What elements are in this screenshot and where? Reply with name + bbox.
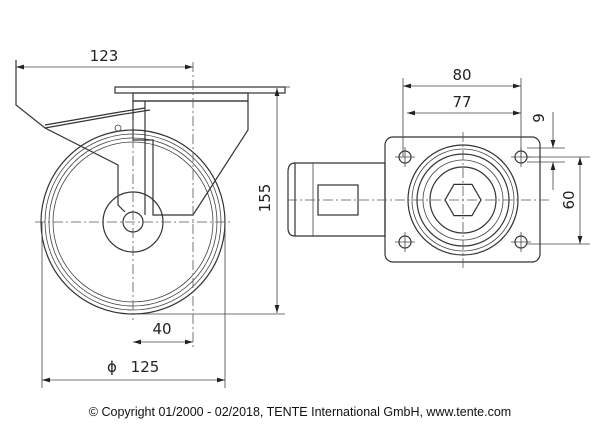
top-view: 80 77 9 60: [287, 66, 590, 268]
dim-125-label: 125: [131, 358, 160, 376]
dimension-lines: [16, 64, 290, 388]
dim-155-label: 155: [256, 184, 274, 213]
dim-60-label: 60: [560, 190, 578, 209]
dimension-lines: [402, 78, 590, 245]
dim-123-label: 123: [90, 47, 119, 65]
dim-77-label: 77: [452, 93, 471, 111]
side-view: 123 155 40 ϕ 125: [15, 47, 290, 388]
fork-and-plate: [15, 60, 286, 216]
dim-9-label: 9: [530, 113, 548, 123]
dim-40-label: 40: [152, 320, 171, 338]
dim-80-label: 80: [452, 66, 471, 84]
diameter-symbol: ϕ: [107, 358, 117, 376]
center-lines: [287, 132, 550, 268]
center-lines: [35, 62, 230, 350]
copyright-notice: © Copyright 01/2000 - 02/2018, TENTE Int…: [88, 405, 512, 419]
